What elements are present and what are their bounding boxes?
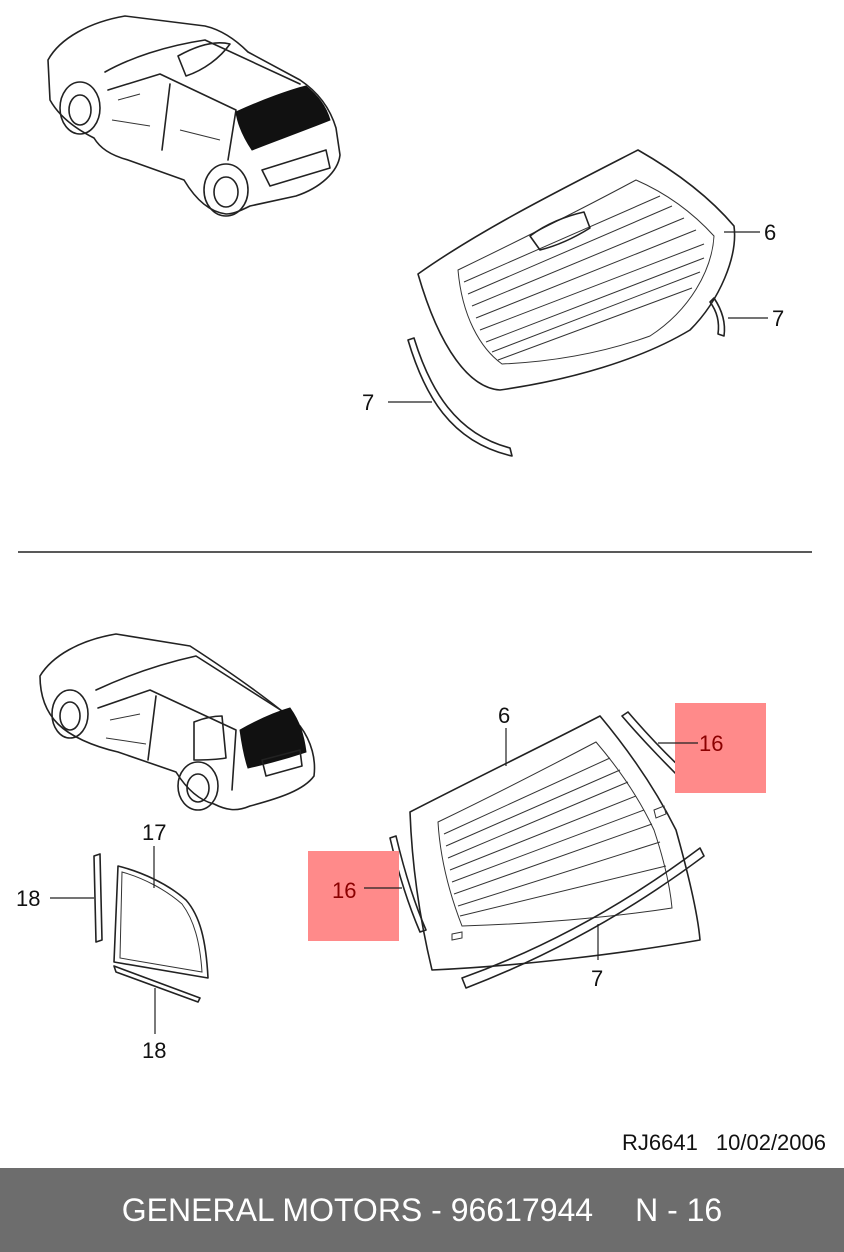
callout-top-glass: 6 — [764, 220, 776, 245]
footer-bar: GENERAL MOTORS - 96617944 N - 16 — [0, 1168, 844, 1252]
callout-side-glass: 17 — [142, 820, 166, 845]
rear-glass-bottom — [409, 715, 701, 971]
callout-side-strip-vertical: 18 — [16, 886, 40, 911]
wagon-car-illustration — [39, 633, 316, 811]
callout-top-molding-left: 7 — [362, 390, 374, 415]
doc-date: 10/02/2006 — [715, 1130, 826, 1155]
molding-bottom-lower — [461, 847, 705, 989]
parts-diagram: 6 7 7 — [16, 15, 812, 1063]
side-strip-vertical — [93, 853, 103, 943]
footer-brand-part: GENERAL MOTORS - 96617944 — [121, 1191, 594, 1228]
callout-side-strip-bottom: 18 — [142, 1038, 166, 1063]
hatchback-car-illustration — [47, 15, 341, 217]
callout-16-left: 16 — [332, 878, 356, 903]
rear-glass-top — [417, 149, 736, 391]
footer-ref: N - 16 — [635, 1191, 723, 1228]
callout-16-right: 16 — [699, 731, 723, 756]
callout-top-molding-right: 7 — [772, 306, 784, 331]
side-strip-bottom — [113, 965, 201, 1003]
molding-top-right — [709, 297, 726, 337]
side-glass — [113, 865, 209, 979]
defroster-lines — [463, 195, 705, 361]
document-reference: RJ6641 10/02/2006 — [622, 1130, 826, 1156]
doc-code: RJ6641 — [622, 1130, 698, 1155]
defroster-lines — [443, 757, 667, 917]
callout-bottom-lower-molding: 7 — [591, 966, 603, 991]
highlight-box-16-right — [675, 703, 766, 793]
molding-top-left — [407, 337, 513, 457]
callout-bottom-glass: 6 — [498, 703, 510, 728]
highlight-box-16-left — [308, 851, 399, 941]
